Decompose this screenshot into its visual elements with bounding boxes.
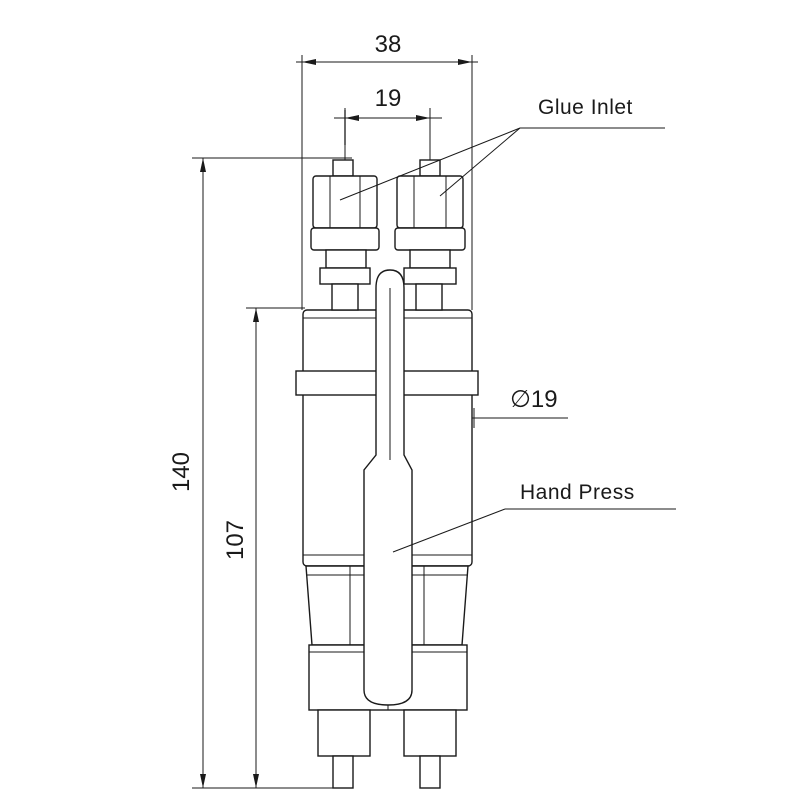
right-nozzle [403, 709, 457, 789]
glue-inlet-callout: Glue Inlet [339, 96, 665, 201]
right-glue-inlet-fitting [394, 159, 466, 311]
dimension-diameter: ∅19 [382, 386, 568, 428]
dimension-inlet-spacing: 19 [334, 85, 442, 172]
left-nozzle [317, 709, 371, 789]
hand-press-label: Hand Press [520, 481, 635, 504]
dim-text-diameter: ∅19 [510, 386, 558, 413]
left-glue-inlet-fitting [310, 159, 380, 311]
hand-press-lever [363, 269, 413, 706]
dim-text-inlet-spacing: 19 [375, 85, 402, 112]
hand-press-callout: Hand Press [392, 481, 676, 553]
dimension-overall-width: 38 [296, 31, 478, 310]
dimension-body-height: 107 [222, 307, 305, 788]
glue-inlet-label: Glue Inlet [538, 96, 633, 119]
dim-text-overall-width: 38 [375, 31, 402, 58]
dim-text-body-height: 107 [222, 520, 249, 560]
dimension-total-height: 140 [168, 157, 352, 789]
dim-text-total-height: 140 [168, 452, 195, 492]
